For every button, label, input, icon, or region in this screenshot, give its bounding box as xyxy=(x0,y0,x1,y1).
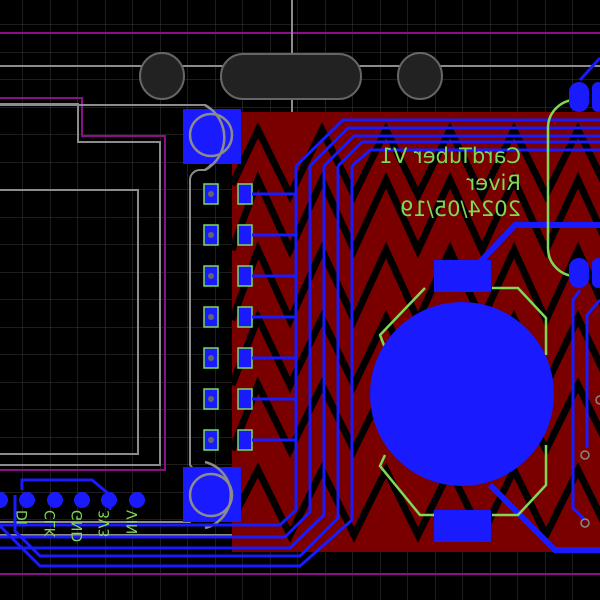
hole-left xyxy=(139,52,185,100)
right-side-components xyxy=(546,56,600,528)
pin-clk xyxy=(74,492,90,508)
battery-pad-bottom xyxy=(434,510,491,542)
board-silkscreen-text: CardTuber V1 River 2024/05/19 xyxy=(380,144,521,221)
board-outline xyxy=(0,32,600,575)
battery-contact xyxy=(370,302,554,486)
header-pins xyxy=(0,492,145,508)
board-author: River xyxy=(466,171,521,195)
label-vin: VIN xyxy=(125,510,141,534)
pin-labels: VIN 3V3 GND CLK DI CS xyxy=(0,510,141,542)
label-cs: CS xyxy=(0,510,4,529)
sd-card-pads xyxy=(203,183,253,451)
slot-center xyxy=(220,53,362,100)
label-gnd: GND xyxy=(70,510,86,542)
hole-right xyxy=(397,52,443,100)
board-date: 2024/05/19 xyxy=(400,197,521,221)
mounting-pads xyxy=(183,103,241,530)
copper-traces xyxy=(0,118,600,568)
board-name: CardTuber V1 xyxy=(380,144,521,168)
pin-gnd xyxy=(101,492,117,508)
label-di: DI xyxy=(15,510,31,525)
mount-hole-bottom xyxy=(188,472,234,518)
pin-cs xyxy=(19,492,35,508)
pin-di xyxy=(47,492,63,508)
pin-3v3 xyxy=(129,492,145,508)
label-clk: CLK xyxy=(43,510,59,538)
mounting-slots xyxy=(139,52,443,100)
battery-holder xyxy=(370,260,554,542)
battery-pad-top xyxy=(434,260,491,292)
label-3v3: 3V3 xyxy=(97,510,113,537)
battery-traces xyxy=(477,222,600,553)
mount-hole-top xyxy=(188,112,234,158)
